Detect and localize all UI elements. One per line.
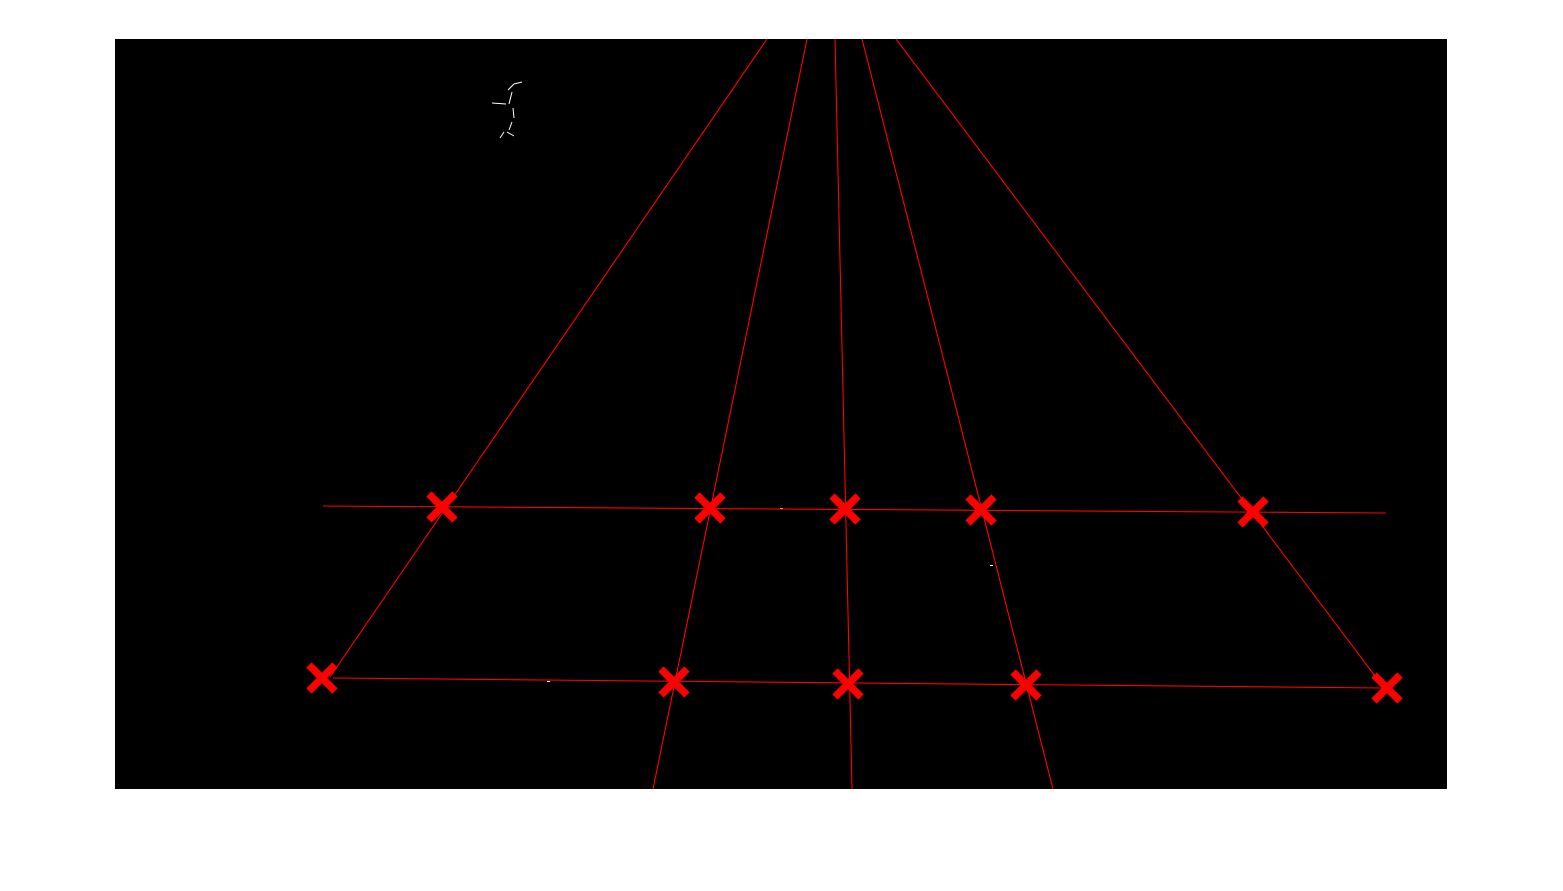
x-marker-3 xyxy=(829,493,861,525)
x-marker-4 xyxy=(965,494,997,526)
x-marker-2 xyxy=(694,492,726,524)
x-marker-stroke xyxy=(832,668,864,700)
x-marker-stroke xyxy=(306,662,338,694)
x-marker-9 xyxy=(1010,669,1042,701)
x-marker-stroke xyxy=(694,492,726,524)
x-marker-stroke xyxy=(426,491,458,523)
x-marker-stroke xyxy=(1010,669,1042,701)
horizontal-line-upper xyxy=(322,505,1387,514)
white-speck xyxy=(491,102,507,105)
white-speck xyxy=(508,91,513,105)
x-marker-stroke xyxy=(829,493,861,525)
x-marker-stroke xyxy=(658,666,690,698)
x-marker-7 xyxy=(658,666,690,698)
ray-line-2 xyxy=(652,38,808,790)
x-marker-stroke xyxy=(1371,672,1403,704)
white-speck xyxy=(990,565,993,566)
x-marker-8 xyxy=(832,668,864,700)
x-marker-6 xyxy=(306,662,338,694)
white-speck xyxy=(507,83,515,91)
white-speck xyxy=(513,81,523,85)
ray-line-3 xyxy=(834,38,853,790)
x-marker-5 xyxy=(1237,496,1269,528)
horizontal-line-lower xyxy=(332,677,1384,689)
x-marker-10 xyxy=(1371,672,1403,704)
white-speck xyxy=(508,121,513,131)
white-speck xyxy=(506,131,515,137)
x-marker-stroke xyxy=(965,494,997,526)
white-speck xyxy=(547,681,550,682)
white-speck xyxy=(499,131,505,139)
ray-line-4 xyxy=(861,38,1054,790)
ray-line-5 xyxy=(895,38,1379,681)
image-area xyxy=(115,39,1447,789)
detected-lines xyxy=(322,38,1387,790)
ray-line-1 xyxy=(329,38,768,678)
intersection-markers xyxy=(306,491,1403,704)
white-speck-cluster xyxy=(491,81,993,682)
x-marker-1 xyxy=(426,491,458,523)
white-speck xyxy=(512,107,515,119)
x-marker-stroke xyxy=(1237,496,1269,528)
